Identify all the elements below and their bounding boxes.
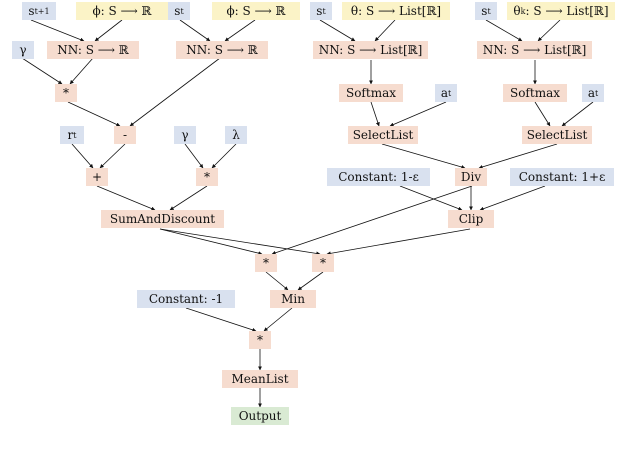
subtract-node: - [114, 126, 136, 144]
edge [96, 185, 156, 211]
edge [319, 19, 356, 42]
nn-node: NN: S ⟶ List[ℝ] [477, 41, 592, 59]
edge [179, 19, 211, 42]
edge [99, 143, 126, 169]
edge [561, 101, 594, 127]
edge [534, 101, 551, 127]
edge [129, 57, 221, 127]
edge [271, 185, 473, 255]
edge [71, 143, 94, 169]
edge [389, 101, 447, 127]
policy-param-node: θ: S ⟶ List[ℝ] [342, 2, 450, 20]
edge [381, 143, 466, 169]
softmax-node: Softmax [339, 84, 403, 102]
selectlist-node: SelectList [522, 126, 592, 144]
edge [185, 307, 257, 332]
edge [374, 19, 396, 42]
gamma-node: γ [12, 41, 34, 59]
clip-node: Clip [448, 210, 494, 228]
constant-node: Constant: 1-ε [327, 168, 430, 186]
edge [184, 143, 204, 169]
output-node: Output [231, 407, 289, 425]
value-param-node: ϕ: S ⟶ ℝ [212, 2, 300, 20]
edge [370, 101, 380, 127]
edge [263, 307, 293, 332]
multiply-node: * [249, 331, 271, 349]
edge [224, 19, 256, 42]
softmax-node: Softmax [503, 84, 567, 102]
edge [485, 19, 523, 42]
value-param-node: ϕ: S ⟶ ℝ [76, 2, 168, 20]
edge [265, 271, 289, 291]
nn-node: NN: S ⟶ ℝ [176, 41, 268, 59]
div-node: Div [455, 168, 487, 186]
gamma-node: γ [174, 126, 196, 144]
multiply-node: * [312, 254, 334, 272]
edge [159, 228, 321, 256]
selectlist-node: SelectList [348, 126, 418, 144]
edge [211, 143, 237, 169]
constant-node: Constant: 1+ε [510, 168, 614, 186]
edge [159, 228, 263, 256]
edge [21, 57, 63, 85]
constant-node: Constant: -1 [137, 290, 235, 308]
meanlist-node: MeanList [222, 370, 298, 388]
multiply-node: * [55, 84, 77, 102]
sum-and-discount-node: SumAndDiscount [101, 210, 224, 228]
edge [479, 185, 546, 211]
nn-node: NN: S ⟶ List[ℝ] [313, 41, 428, 59]
lambda-node: λ [225, 126, 247, 144]
edge [67, 101, 121, 127]
multiply-node: * [255, 254, 277, 272]
edge [94, 19, 123, 42]
nn-node: NN: S ⟶ ℝ [47, 41, 139, 59]
multiply-node: * [196, 168, 218, 186]
edge [537, 19, 561, 42]
add-node: + [86, 168, 108, 186]
edge [478, 143, 558, 169]
min-node: Min [270, 290, 316, 308]
edge [326, 228, 471, 256]
edge [69, 57, 94, 85]
edge [30, 19, 85, 42]
edge [169, 185, 208, 211]
edge [399, 185, 463, 211]
edge [297, 271, 324, 291]
